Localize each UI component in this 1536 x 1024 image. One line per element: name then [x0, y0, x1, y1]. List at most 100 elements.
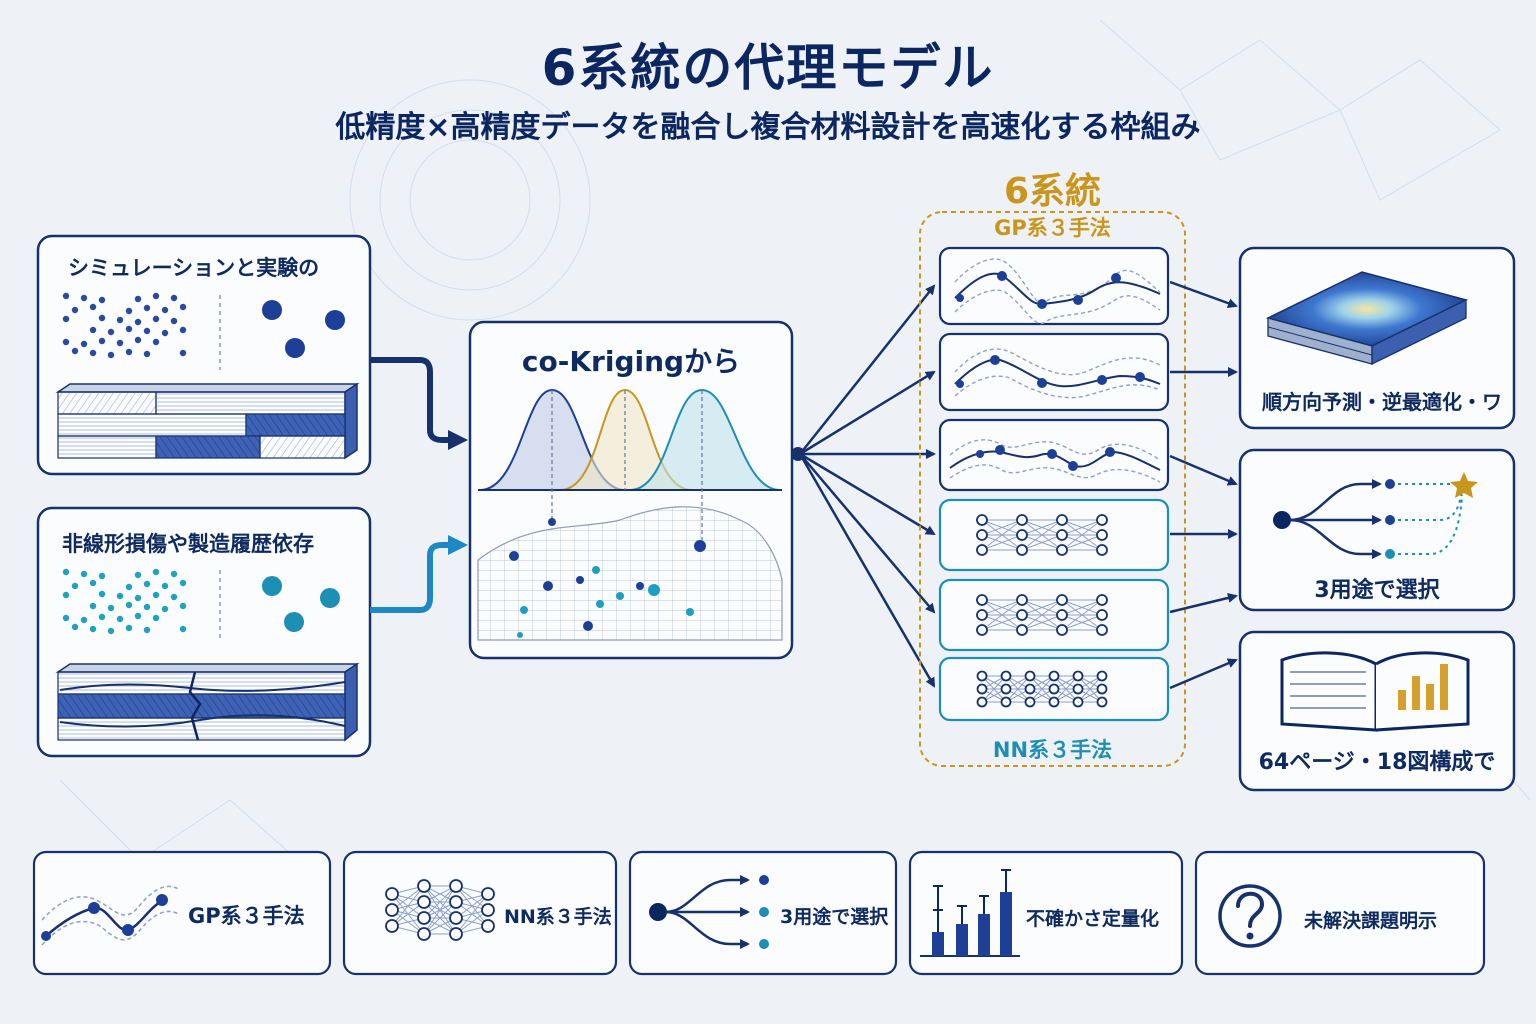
data-dot: [179, 579, 187, 587]
mesh-point: [648, 584, 660, 596]
data-dot: [134, 571, 142, 579]
nn-node: [1016, 624, 1028, 636]
mesh-point: [548, 518, 556, 526]
gp-method-box-1: [938, 246, 1170, 326]
bottom-card-uncertainty: [908, 850, 1184, 976]
mesh-point: [543, 581, 553, 591]
data-dot: [62, 292, 70, 300]
nn-node: [449, 927, 463, 941]
fan-arrow: [799, 370, 936, 456]
nn-family-label: NN系３手法: [992, 738, 1113, 762]
mesh-point: [592, 566, 600, 574]
output-label-3: 64ページ・18図構成で: [1258, 750, 1496, 775]
fan-arrow: [798, 453, 936, 688]
nn-node: [976, 696, 988, 708]
data-dot: [71, 623, 79, 631]
data-dot: [125, 601, 133, 609]
co-kriging-box: [468, 320, 794, 660]
laminate-bottom: [55, 662, 360, 742]
hf-dot: [284, 612, 304, 632]
nn-node: [1096, 683, 1108, 695]
nn-node: [976, 594, 988, 606]
mesh-point: [517, 632, 523, 638]
center-label: co-Krigingから: [521, 345, 741, 378]
family-title: 6系統: [1003, 171, 1102, 212]
data-dot: [170, 294, 178, 302]
mesh-point: [509, 551, 519, 561]
nn-node: [1048, 670, 1060, 682]
data-dot: [152, 614, 160, 622]
nn-node: [1016, 544, 1028, 556]
fan-arrows: [798, 284, 936, 688]
nn-node: [1056, 514, 1068, 526]
nn-node: [1016, 529, 1028, 541]
data-dot: [116, 615, 124, 623]
bottom-card-branch: [628, 850, 898, 976]
nn-node: [1000, 670, 1012, 682]
data-dot: [152, 568, 160, 576]
mesh-point: [596, 600, 604, 608]
nn-node: [1096, 544, 1108, 556]
mesh-point: [694, 540, 706, 552]
nn-node: [976, 624, 988, 636]
nn-node: [1096, 696, 1108, 708]
bottom-card-open-issues: [1194, 850, 1486, 976]
data-dot: [89, 326, 97, 334]
nn-node: [449, 879, 463, 893]
branch-icon: [649, 875, 769, 949]
data-dot: [62, 315, 70, 323]
nn-node: [976, 670, 988, 682]
fan-arrow: [799, 284, 936, 455]
nn-node: [976, 544, 988, 556]
input-box-nonlinear: [36, 506, 372, 758]
data-dot: [125, 624, 133, 632]
data-dot: [152, 292, 160, 300]
data-dot: [134, 336, 142, 344]
input-box-simulation: [36, 234, 372, 476]
nn-node: [385, 887, 399, 901]
nn-node: [1072, 683, 1084, 695]
gp-method-box-2: [938, 332, 1170, 412]
gp-family-label: GP系３手法: [994, 216, 1111, 240]
nn-method-box-2: [938, 578, 1170, 652]
data-dot: [179, 349, 187, 357]
nn-node: [1024, 670, 1036, 682]
nn-node: [449, 911, 463, 925]
data-dot: [170, 570, 178, 578]
data-dot: [71, 582, 79, 590]
nn-node: [1000, 696, 1012, 708]
error-bar-chart-icon: [920, 869, 1020, 957]
bottom-card-label-nn: NN系３手法: [504, 906, 612, 928]
nn-node: [1096, 609, 1108, 621]
nn-node: [1000, 683, 1012, 695]
data-dot: [179, 326, 187, 334]
star-icon: [1450, 472, 1478, 498]
nn-node: [1056, 594, 1068, 606]
data-dot: [134, 594, 142, 602]
nn-method-box-3: [938, 656, 1170, 722]
data-dot: [80, 616, 88, 624]
data-dot: [125, 325, 133, 333]
bottom-card-nn: [342, 850, 618, 976]
family-to-output-arrows: [1169, 280, 1238, 690]
data-dot: [152, 338, 160, 346]
mesh-surface: [477, 506, 783, 641]
nn-node: [417, 879, 431, 893]
data-dot: [80, 340, 88, 348]
data-dot: [107, 604, 115, 612]
data-dot: [143, 603, 151, 611]
nn-node: [1024, 696, 1036, 708]
data-dot: [161, 582, 169, 590]
nn-node: [1048, 683, 1060, 695]
output-box-three-uses: [1238, 448, 1516, 612]
laminate-top: [55, 382, 360, 460]
data-dot: [134, 295, 142, 303]
nn-node: [481, 887, 495, 901]
data-dot: [89, 625, 97, 633]
hf-dot: [320, 588, 340, 608]
data-dot: [125, 348, 133, 356]
output-box-pages: [1238, 630, 1516, 792]
arrow-input-bottom: [370, 535, 468, 613]
data-dot: [116, 339, 124, 347]
